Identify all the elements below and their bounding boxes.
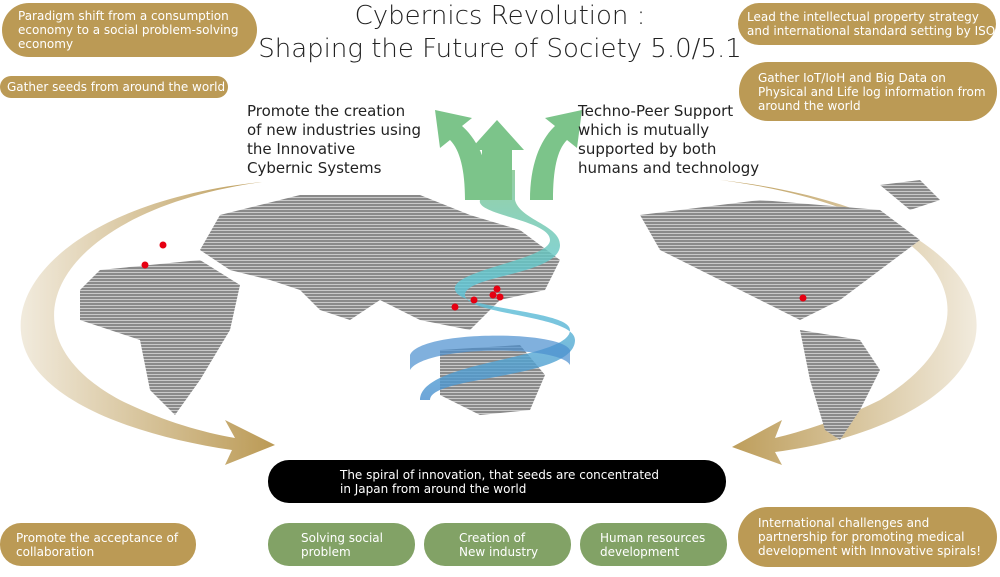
paradigm-shift-pill: Paradigm shift from a consumption econom… [2, 3, 257, 57]
right-cycle-arrow [720, 180, 977, 465]
pill-text: International challenges and [758, 516, 930, 530]
creation-new-industry-pill: Creation of New industry [424, 523, 571, 566]
international-challenges-pill: International challenges and partnership… [738, 507, 997, 567]
title-line-2: Shaping the Future of Society 5.0/5.1 [258, 34, 742, 64]
pill-text: New industry [459, 544, 539, 559]
location-dots [141, 241, 807, 311]
iot-bigdata-pill: Gather IoT/IoH and Big Data on Physical … [739, 62, 997, 121]
pill-text: Promote the acceptance of [16, 530, 179, 545]
caption-line: Techno-Peer Support [578, 102, 734, 120]
caption-line: Promote the creation [247, 102, 406, 120]
pill-text: collaboration [16, 544, 95, 559]
pill-text: Physical and Life log information from [758, 84, 986, 99]
pill-text: development with Innovative spirals! [758, 544, 982, 558]
gather-seeds-pill: Gather seeds from around the world [0, 76, 228, 98]
caption-new-industries: Promote the creation of new industries u… [247, 102, 421, 178]
acceptance-pill: Promote the acceptance of collaboration [0, 523, 196, 566]
pill-text: economy [18, 37, 74, 51]
caption-line: of new industries using [247, 121, 422, 139]
pill-text: around the world [758, 98, 861, 113]
ip-strategy-pill: Lead the intellectual property strategy … [738, 3, 996, 45]
pill-text: Lead the intellectual property strategy [747, 10, 979, 24]
caption-line: which is mutually [578, 121, 710, 139]
caption-line: humans and technology [578, 159, 760, 177]
pill-text: Gather seeds from around the world [7, 80, 226, 94]
innovation-spiral-banner: The spiral of innovation, that seeds are… [268, 460, 726, 503]
solving-social-problem-pill: Solving social problem [268, 523, 415, 566]
pill-text: Creation of [459, 530, 526, 545]
caption-line: Cybernic Systems [247, 159, 382, 177]
growth-arrows [435, 110, 582, 200]
continents [80, 180, 940, 440]
caption-line: the Innovative [247, 140, 356, 158]
human-resources-pill: Human resources development [580, 523, 727, 566]
banner-text: The spiral of innovation, that seeds are… [340, 467, 660, 482]
pill-text: Solving social [301, 530, 383, 545]
pill-text: Human resources [600, 530, 706, 545]
pill-text: problem [301, 544, 351, 559]
pill-text: economy to a social problem-solving [18, 23, 239, 37]
pill-text: Paradigm shift from a consumption [18, 9, 229, 23]
pill-text: partnership for promoting medical [758, 530, 965, 544]
innovation-spiral [410, 170, 575, 400]
caption-line: supported by both [578, 140, 717, 158]
title-line-1: Cybernics Revolution : [354, 1, 646, 31]
pill-text: and international standard setting by IS… [747, 24, 996, 38]
pill-text: development [600, 544, 680, 559]
pill-text: Gather IoT/IoH and Big Data on [758, 70, 946, 85]
caption-techno-peer: Techno-Peer Support which is mutually su… [578, 102, 759, 178]
left-cycle-arrow [20, 182, 275, 465]
page-title: Cybernics Revolution : Shaping the Futur… [240, 0, 760, 66]
banner-text: in Japan from around the world [340, 481, 527, 496]
